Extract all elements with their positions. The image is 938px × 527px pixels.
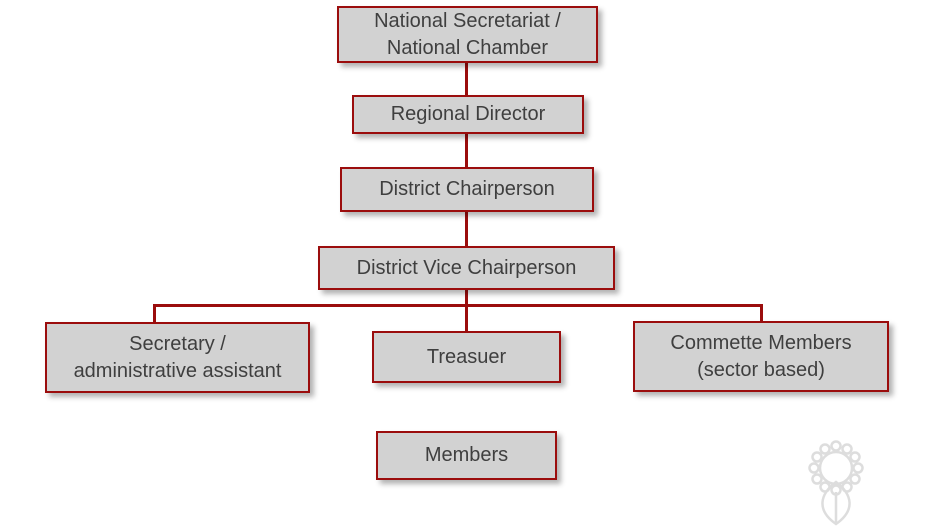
org-node-committee-members: Commette Members (sector based) <box>633 321 889 392</box>
node-label-line2: National Chamber <box>386 36 549 59</box>
node-label-line2: administrative assistant <box>73 359 282 382</box>
connector-vice-treasurer <box>465 289 468 333</box>
node-label: Regional Director <box>390 103 546 125</box>
org-node-national-secretariat: National Secretariat / National Chamber <box>337 6 598 63</box>
node-label: District Chairperson <box>379 178 555 200</box>
org-node-secretary: Secretary / administrative assistant <box>45 322 310 393</box>
node-label-line1: National Secretariat / <box>374 9 561 32</box>
connector-branch-committee <box>760 304 763 323</box>
connector-branch-secretary <box>153 304 156 323</box>
node-label-line1: Secretary / <box>129 332 226 355</box>
node-label: Members <box>424 444 509 466</box>
connector-branch-horizontal <box>153 304 763 307</box>
org-node-treasurer: Treasuer <box>372 331 561 383</box>
node-label-line2: (sector based) <box>697 358 825 381</box>
org-node-district-vice-chairperson: District Vice Chairperson <box>318 246 615 290</box>
connector-regional-chair <box>465 133 468 168</box>
node-label: Treasuer <box>426 345 507 368</box>
connector-national-regional <box>465 62 468 96</box>
org-node-members: Members <box>376 431 557 480</box>
node-label: District Vice Chairperson <box>356 256 577 279</box>
connector-chair-vice <box>465 211 468 247</box>
flower-gear-logo-icon <box>808 440 864 526</box>
node-label-line1: Commette Members <box>670 331 852 354</box>
org-node-district-chairperson: District Chairperson <box>340 167 594 212</box>
org-node-regional-director: Regional Director <box>352 95 584 134</box>
